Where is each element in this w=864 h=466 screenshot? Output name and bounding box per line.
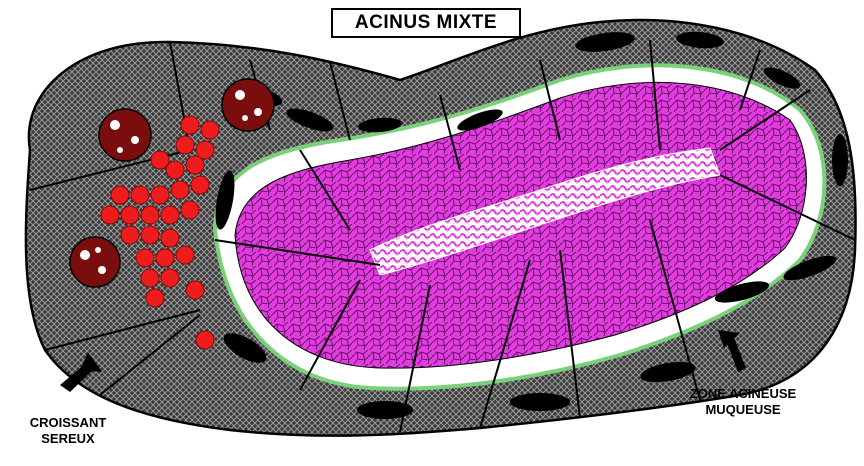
mucous-zone-label: ZONE ACINEUSE MUQUEUSE <box>668 386 818 418</box>
mucous-zone-line2: MUQUEUSE <box>668 402 818 418</box>
serous-crescent-line2: SEREUX <box>8 431 128 447</box>
page-title: ACINUS MIXTE <box>331 8 521 38</box>
mucous-zone-line1: ZONE ACINEUSE <box>668 386 818 402</box>
serous-crescent-label: CROISSANT SEREUX <box>8 415 128 447</box>
serous-crescent-line1: CROISSANT <box>8 415 128 431</box>
